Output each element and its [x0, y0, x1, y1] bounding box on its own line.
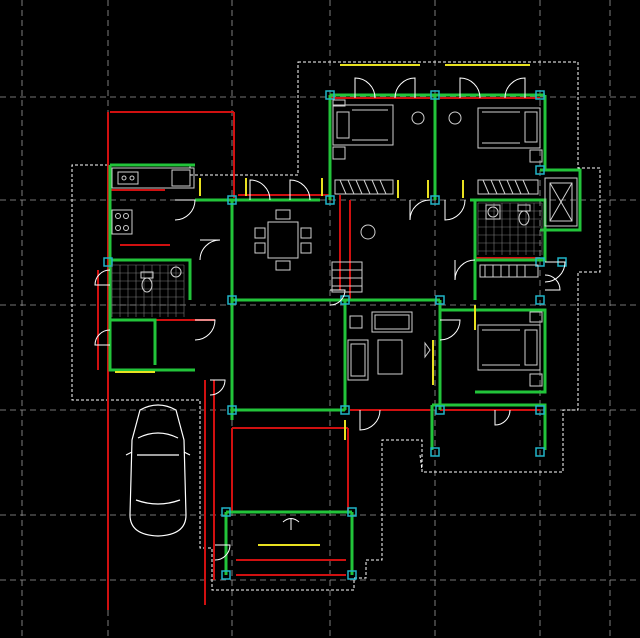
column-icon: [535, 165, 545, 175]
door-swing-icon: [174, 199, 196, 221]
column-icon: [435, 405, 445, 415]
door-swing-icon: [209, 379, 226, 396]
dining-table-icon: [254, 209, 312, 271]
column-icon: [430, 195, 440, 205]
door-swing-icon: [544, 274, 561, 291]
outer-outline: [71, 61, 601, 591]
column-icon: [221, 570, 231, 580]
green-walls: [108, 93, 582, 575]
column-icon: [430, 447, 440, 457]
bathtub-icon: [544, 177, 578, 227]
windows: [115, 64, 530, 546]
column-icon: [535, 447, 545, 457]
toilet-icon: [140, 204, 531, 293]
sofa-set-icon: [347, 311, 431, 381]
door-swing-icon: [249, 179, 271, 201]
door-swing-icon: [544, 261, 566, 283]
column-icon: [325, 195, 335, 205]
column-icon: [535, 257, 545, 267]
door-swing-icon: [359, 409, 381, 431]
column-icon: [347, 570, 357, 580]
door-swing-icon: [454, 259, 476, 281]
car-icon: [125, 404, 191, 537]
door-swing-icon: [199, 239, 221, 261]
door-swing-icon: [444, 199, 466, 221]
red-walls: [97, 97, 540, 610]
column-icon: [430, 90, 440, 100]
door-swings: [94, 77, 566, 561]
door-swing-icon: [459, 77, 481, 99]
door-swing-icon: [494, 409, 511, 426]
column-icon: [227, 405, 237, 415]
door-swing-icon: [94, 329, 111, 346]
stove-icon: [111, 167, 195, 235]
bed-icon: [332, 99, 394, 160]
column-icon: [535, 405, 545, 415]
stair-icon: [331, 261, 363, 293]
bed-icon: [477, 311, 543, 387]
sink-icon: [170, 204, 501, 278]
door-swing-icon: [289, 179, 311, 201]
bed-icon: [477, 107, 543, 163]
door-swing-icon: [439, 319, 461, 341]
door-swing-icon: [394, 77, 416, 99]
column-icon: [435, 295, 445, 305]
column-icon: [325, 90, 335, 100]
column-icon: [347, 507, 357, 517]
column-icon: [227, 295, 237, 305]
column-icon: [227, 195, 237, 205]
door-swing-icon: [194, 319, 216, 341]
door-swing-icon: [94, 269, 111, 286]
wardrobe-icon: [334, 179, 539, 278]
door-swing-icon: [329, 289, 346, 306]
column-icon: [535, 90, 545, 100]
bath-tiles: [111, 202, 543, 317]
door-swing-icon: [504, 77, 526, 99]
entrance-arrow-icon: [282, 518, 300, 530]
column-icon: [340, 405, 350, 415]
door-swing-icon: [409, 199, 431, 221]
chair-icon: [360, 111, 462, 240]
column-icon: [221, 507, 231, 517]
door-swing-icon: [354, 77, 376, 99]
column-icon: [535, 295, 545, 305]
door-swing-icon: [214, 544, 231, 561]
column-icon: [103, 257, 113, 267]
